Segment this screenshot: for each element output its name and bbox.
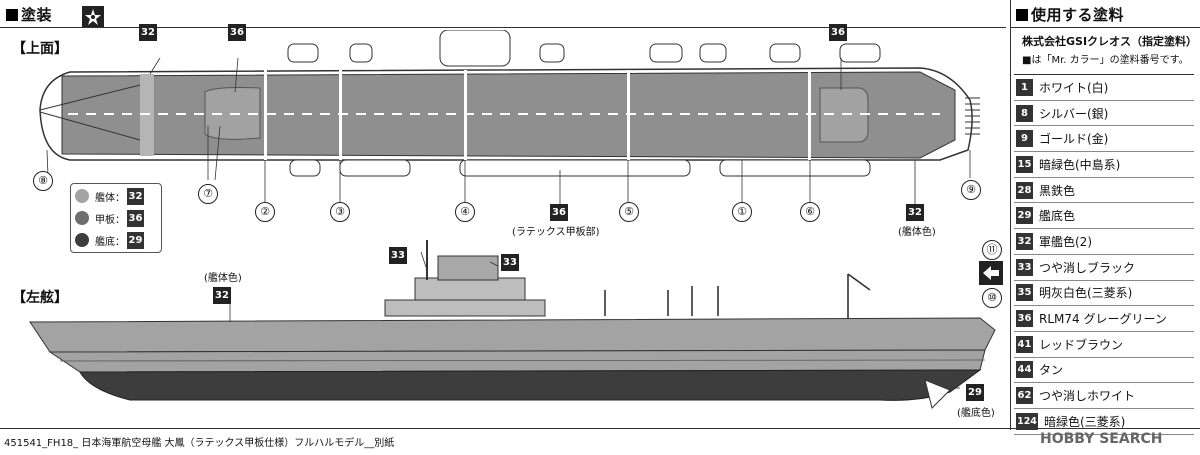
paint-badge: 33: [389, 247, 407, 264]
part-number: ③: [330, 202, 350, 222]
paint-badge: 36: [228, 24, 246, 41]
paint-badge: 32: [139, 24, 157, 41]
swatch-icon: [75, 189, 89, 203]
paint-badge: 29: [966, 384, 984, 401]
part-number: ⑤: [619, 202, 639, 222]
paint-badge: 36: [829, 24, 847, 41]
top-view-label: 【上面】: [12, 41, 68, 57]
color-legend: 艦体： 32 甲板： 36 艦底： 29: [70, 183, 162, 253]
paint-number-note: ■は「Mr. カラー」の塗料番号です。: [1022, 55, 1189, 66]
swatch-icon: [75, 233, 89, 247]
panel-divider: [1010, 0, 1011, 430]
star-logo-icon: [82, 6, 104, 28]
part-number: ①: [732, 202, 752, 222]
square-icon: [6, 9, 18, 21]
deck-note: (ラテックス甲板部): [512, 227, 600, 238]
legend-row: 艦底： 29: [75, 230, 157, 250]
side-view-drawing: [29, 240, 996, 409]
legend-row: 艦体： 32: [75, 186, 157, 206]
part-number: ⑧: [33, 171, 53, 191]
paint-badge: 32: [906, 204, 924, 221]
part-number: ⑨: [961, 180, 981, 200]
bottom-note: (艦底色): [957, 408, 995, 419]
legend-row: 甲板： 36: [75, 208, 157, 228]
paint-badge: 36: [550, 204, 568, 221]
divider: [0, 27, 1006, 28]
part-number: ⑩: [982, 288, 1002, 308]
paint-badge: 32: [213, 287, 231, 304]
swatch-icon: [75, 211, 89, 225]
part-number: ⑪: [982, 240, 1002, 260]
hull-note: (艦体色): [204, 273, 242, 284]
footer-text: 451541_FH18_ 日本海軍航空母艦 大鳳（ラテックス甲板仕様）フルハルモ…: [4, 438, 395, 449]
footer-divider: [0, 428, 1200, 429]
paint-list-title: 使用する塗料: [1016, 4, 1124, 25]
hull-note: (艦体色): [898, 227, 936, 238]
top-view-drawing: [39, 30, 980, 206]
painting-section-title: 塗装: [6, 4, 52, 25]
maker-name: 株式会社GSIクレオス（指定塗料）: [1022, 35, 1198, 48]
part-number: ②: [255, 202, 275, 222]
arrow-marker-icon: [979, 261, 1003, 285]
side-view-label: 【左舷】: [12, 290, 68, 306]
square-icon: [1016, 9, 1028, 21]
divider: [1010, 27, 1200, 28]
part-number: ⑥: [800, 202, 820, 222]
paint-badge: 33: [501, 254, 519, 271]
watermark: HOBBY SEARCH: [1040, 431, 1163, 447]
part-number: ⑦: [198, 184, 218, 204]
part-number: ④: [455, 202, 475, 222]
